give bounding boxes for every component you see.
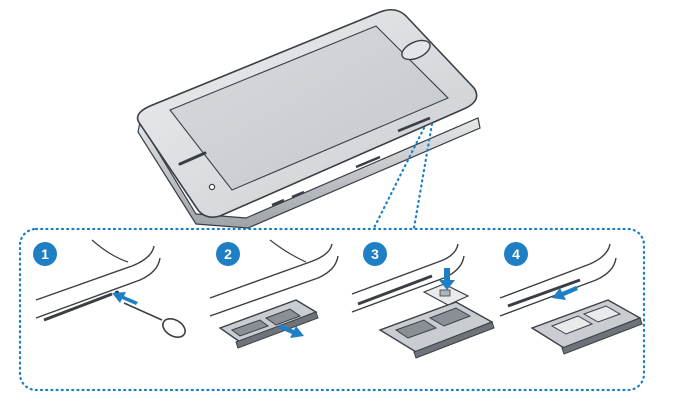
phone-screen — [169, 25, 449, 191]
step-badge-4: 4 — [504, 242, 528, 266]
insert-card-icon — [439, 268, 455, 290]
push-arrow — [112, 292, 138, 305]
step-1-eject-pin — [35, 239, 186, 338]
callout-line — [372, 126, 426, 230]
volume-button — [271, 198, 285, 207]
callout-line — [412, 122, 434, 230]
step-badge-2: 2 — [216, 242, 240, 266]
step-badge-1: 1 — [33, 242, 57, 266]
step-number: 4 — [512, 246, 520, 262]
step-number: 1 — [41, 246, 49, 262]
sim-tray-slot — [397, 116, 431, 133]
step-badge-3: 3 — [363, 242, 387, 266]
power-button — [355, 155, 381, 169]
step-3-insert-card — [351, 243, 495, 359]
earpiece-grille — [178, 151, 207, 166]
insert-tray-icon — [552, 286, 578, 300]
steps-panel-frame — [18, 227, 646, 392]
front-camera — [208, 183, 216, 191]
step-number: 2 — [224, 246, 232, 262]
sim-tray-slot — [43, 292, 113, 322]
home-button — [401, 39, 431, 61]
step-2-pull-tray — [209, 239, 339, 349]
volume-button — [291, 190, 305, 199]
step-4-insert-tray — [499, 243, 643, 355]
eject-pin-icon — [123, 302, 186, 338]
phone-device — [136, 8, 481, 229]
pull-tray-icon — [278, 324, 304, 338]
step-number: 3 — [371, 246, 379, 262]
